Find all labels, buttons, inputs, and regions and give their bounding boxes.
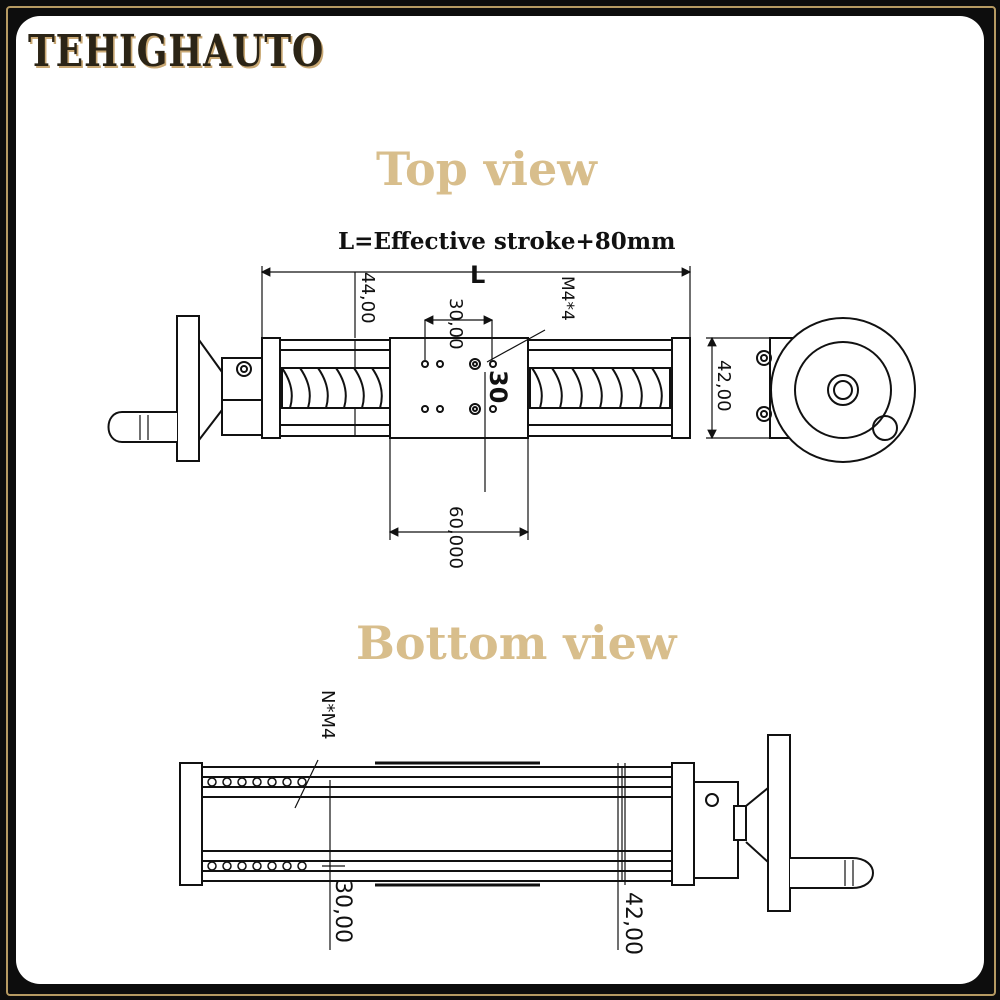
dim-hole-thread-label: M4*4 bbox=[557, 276, 577, 321]
dim-hole-pitch-label: 30 bbox=[484, 370, 512, 403]
drawing-sheet: TEHIGHAUTO Top view L=Effective stroke+8… bbox=[16, 16, 984, 984]
length-formula: L=Effective stroke+80mm bbox=[338, 228, 676, 255]
dim-hole-spacing-label: 30,00 bbox=[445, 298, 466, 350]
dim-rail-spacing-label: 30,00 bbox=[330, 880, 355, 943]
mounting-holes bbox=[207, 777, 307, 871]
dim-end-width-label: 42,00 bbox=[713, 360, 734, 412]
top-dimensions bbox=[260, 266, 770, 540]
bottom-dimensions bbox=[294, 759, 626, 950]
end-view bbox=[756, 317, 916, 463]
frame-border bbox=[6, 6, 996, 996]
dim-carriage-label: 60,000 bbox=[445, 506, 466, 569]
base-body bbox=[179, 761, 695, 887]
dim-height-label: 44,00 bbox=[357, 272, 378, 324]
carriage-block bbox=[389, 337, 529, 439]
top-view-drawing bbox=[107, 266, 916, 540]
lead-screw bbox=[281, 367, 671, 409]
top-view-title: Top view bbox=[376, 142, 597, 196]
dim-length-label: L bbox=[470, 261, 485, 289]
handwheel-side-icon bbox=[107, 315, 263, 462]
brand-logo: TEHIGHAUTO bbox=[28, 26, 325, 77]
bottom-view-drawing bbox=[179, 734, 874, 950]
dim-base-width-label: 42,00 bbox=[620, 892, 645, 955]
handwheel-bottom-icon bbox=[693, 734, 874, 912]
dim-mount-thread-label: N*M4 bbox=[317, 690, 338, 739]
bottom-view-title: Bottom view bbox=[356, 616, 677, 670]
